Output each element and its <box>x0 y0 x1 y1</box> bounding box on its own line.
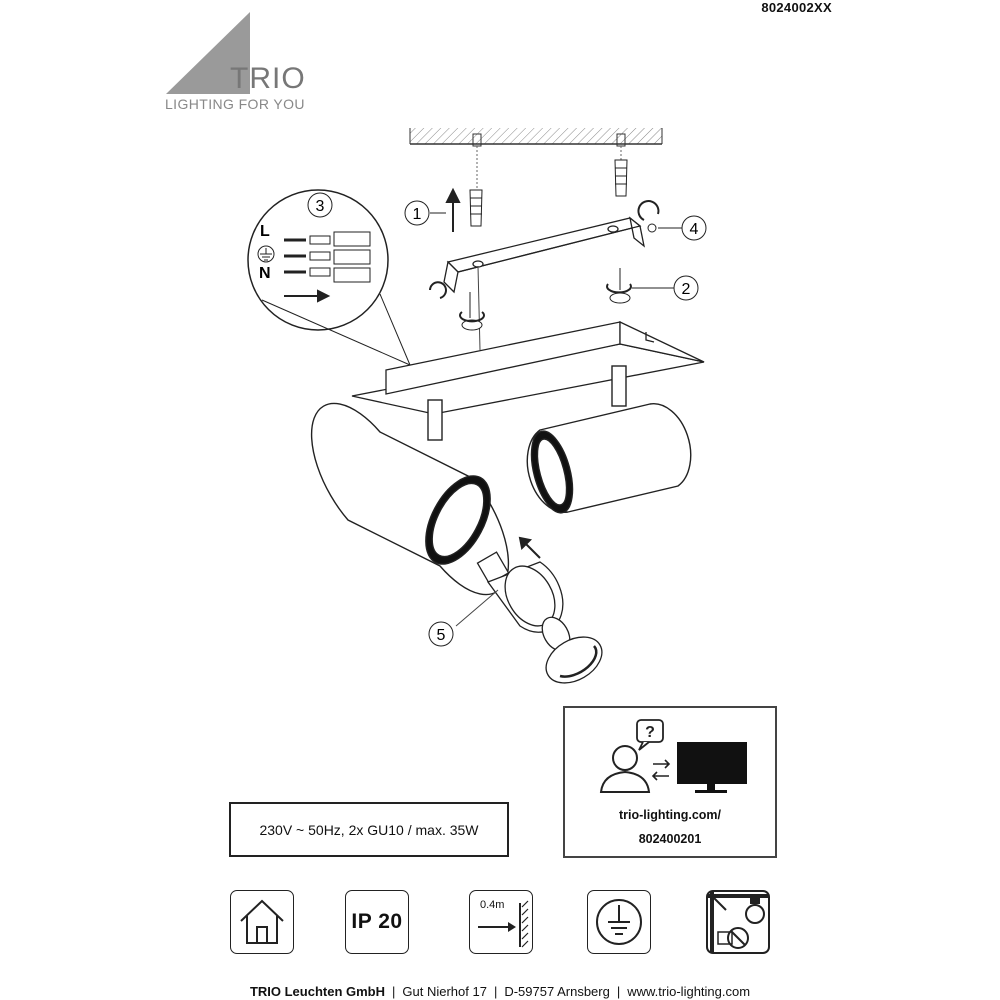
svg-text:?: ? <box>645 724 655 741</box>
step-label-3: 3 <box>316 198 325 215</box>
distance-arrow-icon <box>478 900 529 948</box>
wiring-terminal <box>284 231 371 283</box>
rotate-arrow-icon <box>637 200 660 221</box>
assembly-illustration: L N <box>247 128 707 684</box>
earth-icon <box>257 245 275 263</box>
screw-icon <box>647 223 657 233</box>
step-marker-3: 3 <box>307 192 333 218</box>
rotate-arrow-icon <box>559 645 598 678</box>
ip-rating-label: IP 20 <box>351 910 403 933</box>
not-for-insulated-ceiling-symbol <box>706 890 770 954</box>
no-insulation-icon <box>708 892 768 952</box>
spotlight-right <box>526 365 692 514</box>
retaining-ring <box>541 616 603 684</box>
rotate-arrow-icon <box>459 311 485 323</box>
exchange-arrows-icon <box>651 759 671 781</box>
support-url[interactable]: trio-lighting.com/ <box>618 808 722 822</box>
monitor-icon <box>677 742 747 793</box>
brand-tagline: LIGHTING FOR YOU <box>165 96 305 112</box>
question-bubble-icon: ? <box>636 719 664 751</box>
footer-website[interactable]: www.trio-lighting.com <box>627 984 751 999</box>
brand-name: TRIO <box>230 62 306 95</box>
step-marker-5: 5 <box>428 621 454 647</box>
arrow-up-left-icon <box>518 536 541 559</box>
min-distance-label: 0.4m <box>480 899 505 911</box>
wall-plug-icon <box>469 189 483 227</box>
footer-company: TRIO Leuchten GmbH <box>249 984 385 999</box>
arrow-up-icon <box>445 187 461 232</box>
model-number: 8024002XX <box>761 0 832 15</box>
footer-street: Gut Nierhof 17 <box>402 984 487 999</box>
step-marker-2: 2 <box>632 275 699 301</box>
wall-plug-icon <box>614 159 628 197</box>
step-label-5: 5 <box>437 627 446 644</box>
step-label-1: 1 <box>413 206 422 223</box>
user-icon <box>599 745 651 793</box>
ip-rating-symbol: IP 20 <box>345 890 409 954</box>
indoor-use-symbol <box>230 890 294 954</box>
footer: TRIO Leuchten GmbH|Gut Nierhof 17|D-5975… <box>249 984 751 999</box>
earth-ground-icon <box>596 899 642 945</box>
screw-icon <box>461 268 631 331</box>
ceiling <box>409 128 663 147</box>
step-label-4: 4 <box>690 221 699 238</box>
step-marker-4: 4 <box>658 215 707 241</box>
spec-text: 230V ~ 50Hz, 2x GU10 / max. 35W <box>259 821 479 838</box>
wiring-label-live: L <box>260 223 270 240</box>
mounting-bracket <box>443 216 645 294</box>
support-box: ? trio-lighting.com/ 802400201 <box>563 706 777 858</box>
trio-logo-triangle-icon <box>166 12 250 94</box>
spec-box: 230V ~ 50Hz, 2x GU10 / max. 35W <box>229 802 509 857</box>
step-label-2: 2 <box>682 281 691 298</box>
arrow-right-icon <box>284 289 331 303</box>
gu10-bulb <box>476 551 564 633</box>
ceiling-plate <box>351 320 705 415</box>
support-illustration: ? <box>599 719 747 793</box>
protective-earth-symbol <box>587 890 651 954</box>
step-marker-1: 1 <box>404 200 446 226</box>
rotate-arrow-icon <box>429 281 447 299</box>
rotate-arrow-icon <box>606 283 632 294</box>
spotlight-left <box>310 399 510 596</box>
house-icon <box>240 899 284 944</box>
support-code: 802400201 <box>638 832 702 846</box>
min-distance-symbol: 0.4m <box>469 890 533 954</box>
wiring-label-neutral: N <box>259 265 271 282</box>
footer-city: D-59757 Arnsberg <box>504 984 610 999</box>
